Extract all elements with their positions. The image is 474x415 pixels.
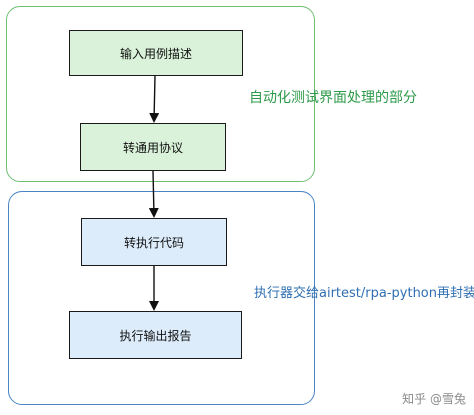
node-input-case: 输入用例描述 <box>69 30 243 76</box>
ui-test-group-frame <box>6 6 315 182</box>
node-convert-protocol: 转通用协议 <box>80 123 226 171</box>
rpa-executor-group-frame <box>8 191 315 405</box>
node-convert-protocol-label: 转通用协议 <box>122 140 183 155</box>
node-output-report-label: 执行输出报告 <box>119 328 192 343</box>
node-convert-code-label: 转执行代码 <box>123 235 184 250</box>
rpa-executor-group-label: 执行器交给airtest/rpa-python再封装 <box>254 286 474 301</box>
node-input-case-label: 输入用例描述 <box>119 46 192 61</box>
ui-test-group-label: 自动化测试界面处理的部分 <box>249 90 417 106</box>
node-convert-code: 转执行代码 <box>81 218 227 266</box>
watermark: 知乎 @雪兔 <box>402 392 466 406</box>
node-output-report: 执行输出报告 <box>69 311 242 359</box>
